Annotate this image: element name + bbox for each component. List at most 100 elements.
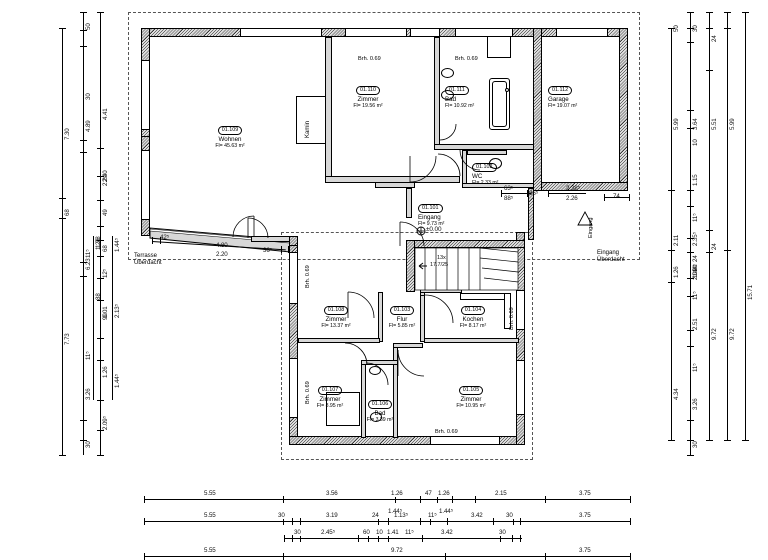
dim-label: 9.72 bbox=[729, 328, 736, 340]
dim-text: 42⁵ bbox=[160, 234, 170, 241]
eingang-vertical-text: Eingang bbox=[588, 217, 594, 238]
eingang-ueberdacht-label: Eingang Überdacht bbox=[597, 250, 625, 265]
dim-tick bbox=[705, 252, 713, 253]
dim-label: 30 bbox=[498, 529, 507, 537]
wall-entrance-bottom bbox=[406, 240, 415, 292]
room-area: Fl= 19.56 m² bbox=[353, 103, 383, 109]
dim-tick bbox=[437, 495, 438, 503]
dim-text: 6.23 bbox=[85, 258, 92, 270]
room-code: 01.106 bbox=[367, 400, 393, 409]
dim-tick bbox=[686, 206, 694, 207]
dim-text: 11⁵ bbox=[405, 529, 414, 536]
dim-label: 3.42 bbox=[440, 529, 454, 537]
room-label-wohnen: 01.109 Wohnen Fl= 45.63 m² bbox=[195, 118, 265, 150]
entrance-tick-5 bbox=[629, 194, 630, 201]
sill-label-bottom: Brh. 0.69 bbox=[435, 429, 458, 436]
window-top-2 bbox=[345, 28, 407, 37]
wc-bad106 bbox=[370, 412, 382, 422]
dim-label: 7.73 bbox=[64, 333, 71, 345]
dim-tick bbox=[705, 12, 713, 13]
dim-line bbox=[144, 521, 630, 522]
dim-tick bbox=[723, 12, 731, 13]
window-lower-left-2 bbox=[289, 358, 298, 418]
dim-tick bbox=[96, 278, 104, 279]
dim-label: 3.42 bbox=[470, 512, 484, 520]
wall-zimmer108-left bbox=[289, 236, 298, 246]
dim-label: 12⁵ bbox=[102, 269, 109, 278]
sill-label-right-mid: Brh. 0.69 bbox=[509, 307, 516, 330]
dim-label: 3.19 bbox=[325, 512, 339, 520]
dim-label: 30 bbox=[85, 93, 92, 100]
room-code: 01.111 bbox=[445, 86, 469, 95]
dim-text: 1.44⁵ bbox=[692, 263, 699, 278]
dim-text: 3.56 bbox=[326, 490, 338, 497]
dim-text: 2.45⁵ bbox=[321, 529, 336, 536]
entrance-dim-b2: 2.26 bbox=[566, 195, 578, 202]
stair-riser-label: 17.7/25 bbox=[430, 262, 448, 269]
dim-text: 50 bbox=[85, 23, 92, 30]
dim-text: 5.99 bbox=[729, 118, 736, 130]
dim-text: 11⁵ bbox=[85, 351, 92, 360]
dim-tick bbox=[513, 517, 514, 525]
dim-label: 3.75 bbox=[578, 490, 592, 498]
entrance-tick-1 bbox=[501, 190, 502, 197]
kamin-text: Kamin bbox=[305, 120, 311, 138]
level-marker-label: ±0.00 bbox=[426, 226, 442, 233]
sill-text: Brh. 0.69 bbox=[305, 265, 311, 288]
dim-label: 11⁵ bbox=[692, 363, 699, 372]
sill-text: Brh. 0.69 bbox=[305, 381, 311, 404]
dim-text: 11⁵ bbox=[85, 249, 92, 258]
window-lower-bottom bbox=[430, 436, 500, 445]
room-name: Bad bbox=[374, 410, 386, 417]
dim-label: 1.26 bbox=[102, 366, 109, 378]
wall-wc-top bbox=[467, 150, 507, 155]
stair-riser-text: 17.7/25 bbox=[430, 262, 448, 268]
dim-tick bbox=[388, 534, 389, 542]
dim-tick bbox=[545, 495, 546, 503]
room-label-flur: 01.103 Flur Fl= 5.85 m² bbox=[383, 298, 421, 330]
dim-label: 5.55 bbox=[203, 512, 217, 520]
dim-tick bbox=[388, 517, 389, 525]
dim-label: 1.28 bbox=[95, 236, 102, 248]
dim-text: 3.26 bbox=[692, 398, 699, 410]
dim-tick bbox=[630, 517, 631, 525]
dim-text: 3.64 bbox=[692, 118, 699, 130]
dim-text: 1.44⁵ bbox=[114, 373, 121, 388]
dim-text: 4.41 bbox=[102, 108, 109, 120]
dim-tick bbox=[144, 517, 145, 525]
kamin-box bbox=[296, 96, 326, 144]
dim-tick bbox=[79, 420, 87, 421]
dim-text: 3.42 bbox=[471, 512, 483, 519]
dim-tick bbox=[284, 534, 285, 542]
dim-label: 30 bbox=[505, 512, 514, 520]
room-name: Flur bbox=[396, 316, 408, 323]
dim-tick bbox=[667, 28, 675, 29]
entrance-dim-a2: 88⁵ bbox=[504, 195, 513, 202]
dim-tick bbox=[705, 440, 713, 441]
entrance-tick-4 bbox=[604, 194, 605, 201]
dim-tick bbox=[447, 517, 448, 525]
sill-text: Brh. 0.69 bbox=[509, 307, 515, 330]
dim-label: 30 bbox=[277, 512, 286, 520]
dim-line bbox=[745, 12, 746, 440]
dim-label: 1.44⁵ bbox=[114, 238, 121, 252]
dim-tick bbox=[723, 250, 731, 251]
eingang-vertical-label: Eingang bbox=[588, 217, 595, 238]
entrance-dim-a3: 86⁵ bbox=[529, 190, 538, 197]
room-label-wc: 01.102 WC Fl= 2.33 m² bbox=[472, 155, 520, 187]
terrasse-sub-text: Überdacht bbox=[134, 260, 162, 267]
dim-label: 1.44⁵ bbox=[692, 263, 699, 278]
dim-text: 47 bbox=[425, 490, 432, 497]
eingang-ueberdacht-sub-text: Überdacht bbox=[597, 257, 625, 264]
dim-tick bbox=[520, 534, 521, 542]
dim-text: 24 bbox=[711, 35, 718, 42]
dim-tick bbox=[96, 430, 104, 431]
kitchen-counter-b bbox=[504, 293, 511, 329]
dim-tick bbox=[420, 517, 421, 525]
dim-label: 1.13⁵ bbox=[393, 512, 410, 520]
room-label-kochen: 01.104 Kochen Fl= 8.17 m² bbox=[447, 298, 499, 330]
dim-line bbox=[144, 499, 630, 500]
